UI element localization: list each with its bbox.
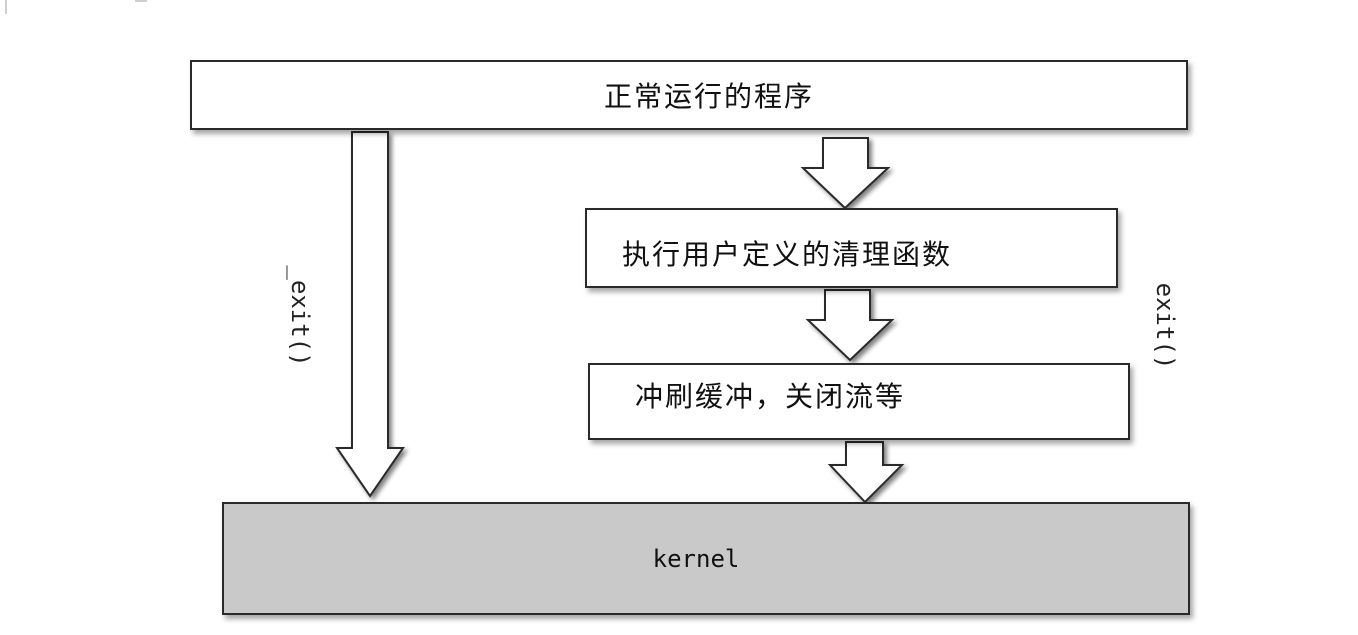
corner-mark: [135, 0, 147, 2]
arrow-program-to-cleanup: [800, 137, 891, 210]
underscore-exit-arrow: [335, 131, 405, 498]
flush-buffers-box: 冲刷缓冲，关闭流等: [588, 363, 1130, 440]
user-cleanup-box: 执行用户定义的清理函数: [585, 208, 1118, 288]
kernel-label: kernel: [652, 544, 740, 573]
underscore-exit-label: _exit(): [286, 265, 314, 367]
arrow-flush-to-kernel: [827, 441, 905, 504]
kernel-box: kernel: [222, 502, 1190, 615]
corner-mark: [5, 0, 7, 14]
arrow-cleanup-to-flush: [805, 289, 895, 362]
flush-buffers-label: 冲刷缓冲，关闭流等: [635, 380, 906, 413]
normal-program-box: 正常运行的程序: [190, 60, 1188, 130]
exit-label: exit(): [1151, 282, 1179, 370]
normal-program-label: 正常运行的程序: [603, 80, 814, 113]
user-cleanup-label: 执行用户定义的清理函数: [622, 238, 953, 271]
